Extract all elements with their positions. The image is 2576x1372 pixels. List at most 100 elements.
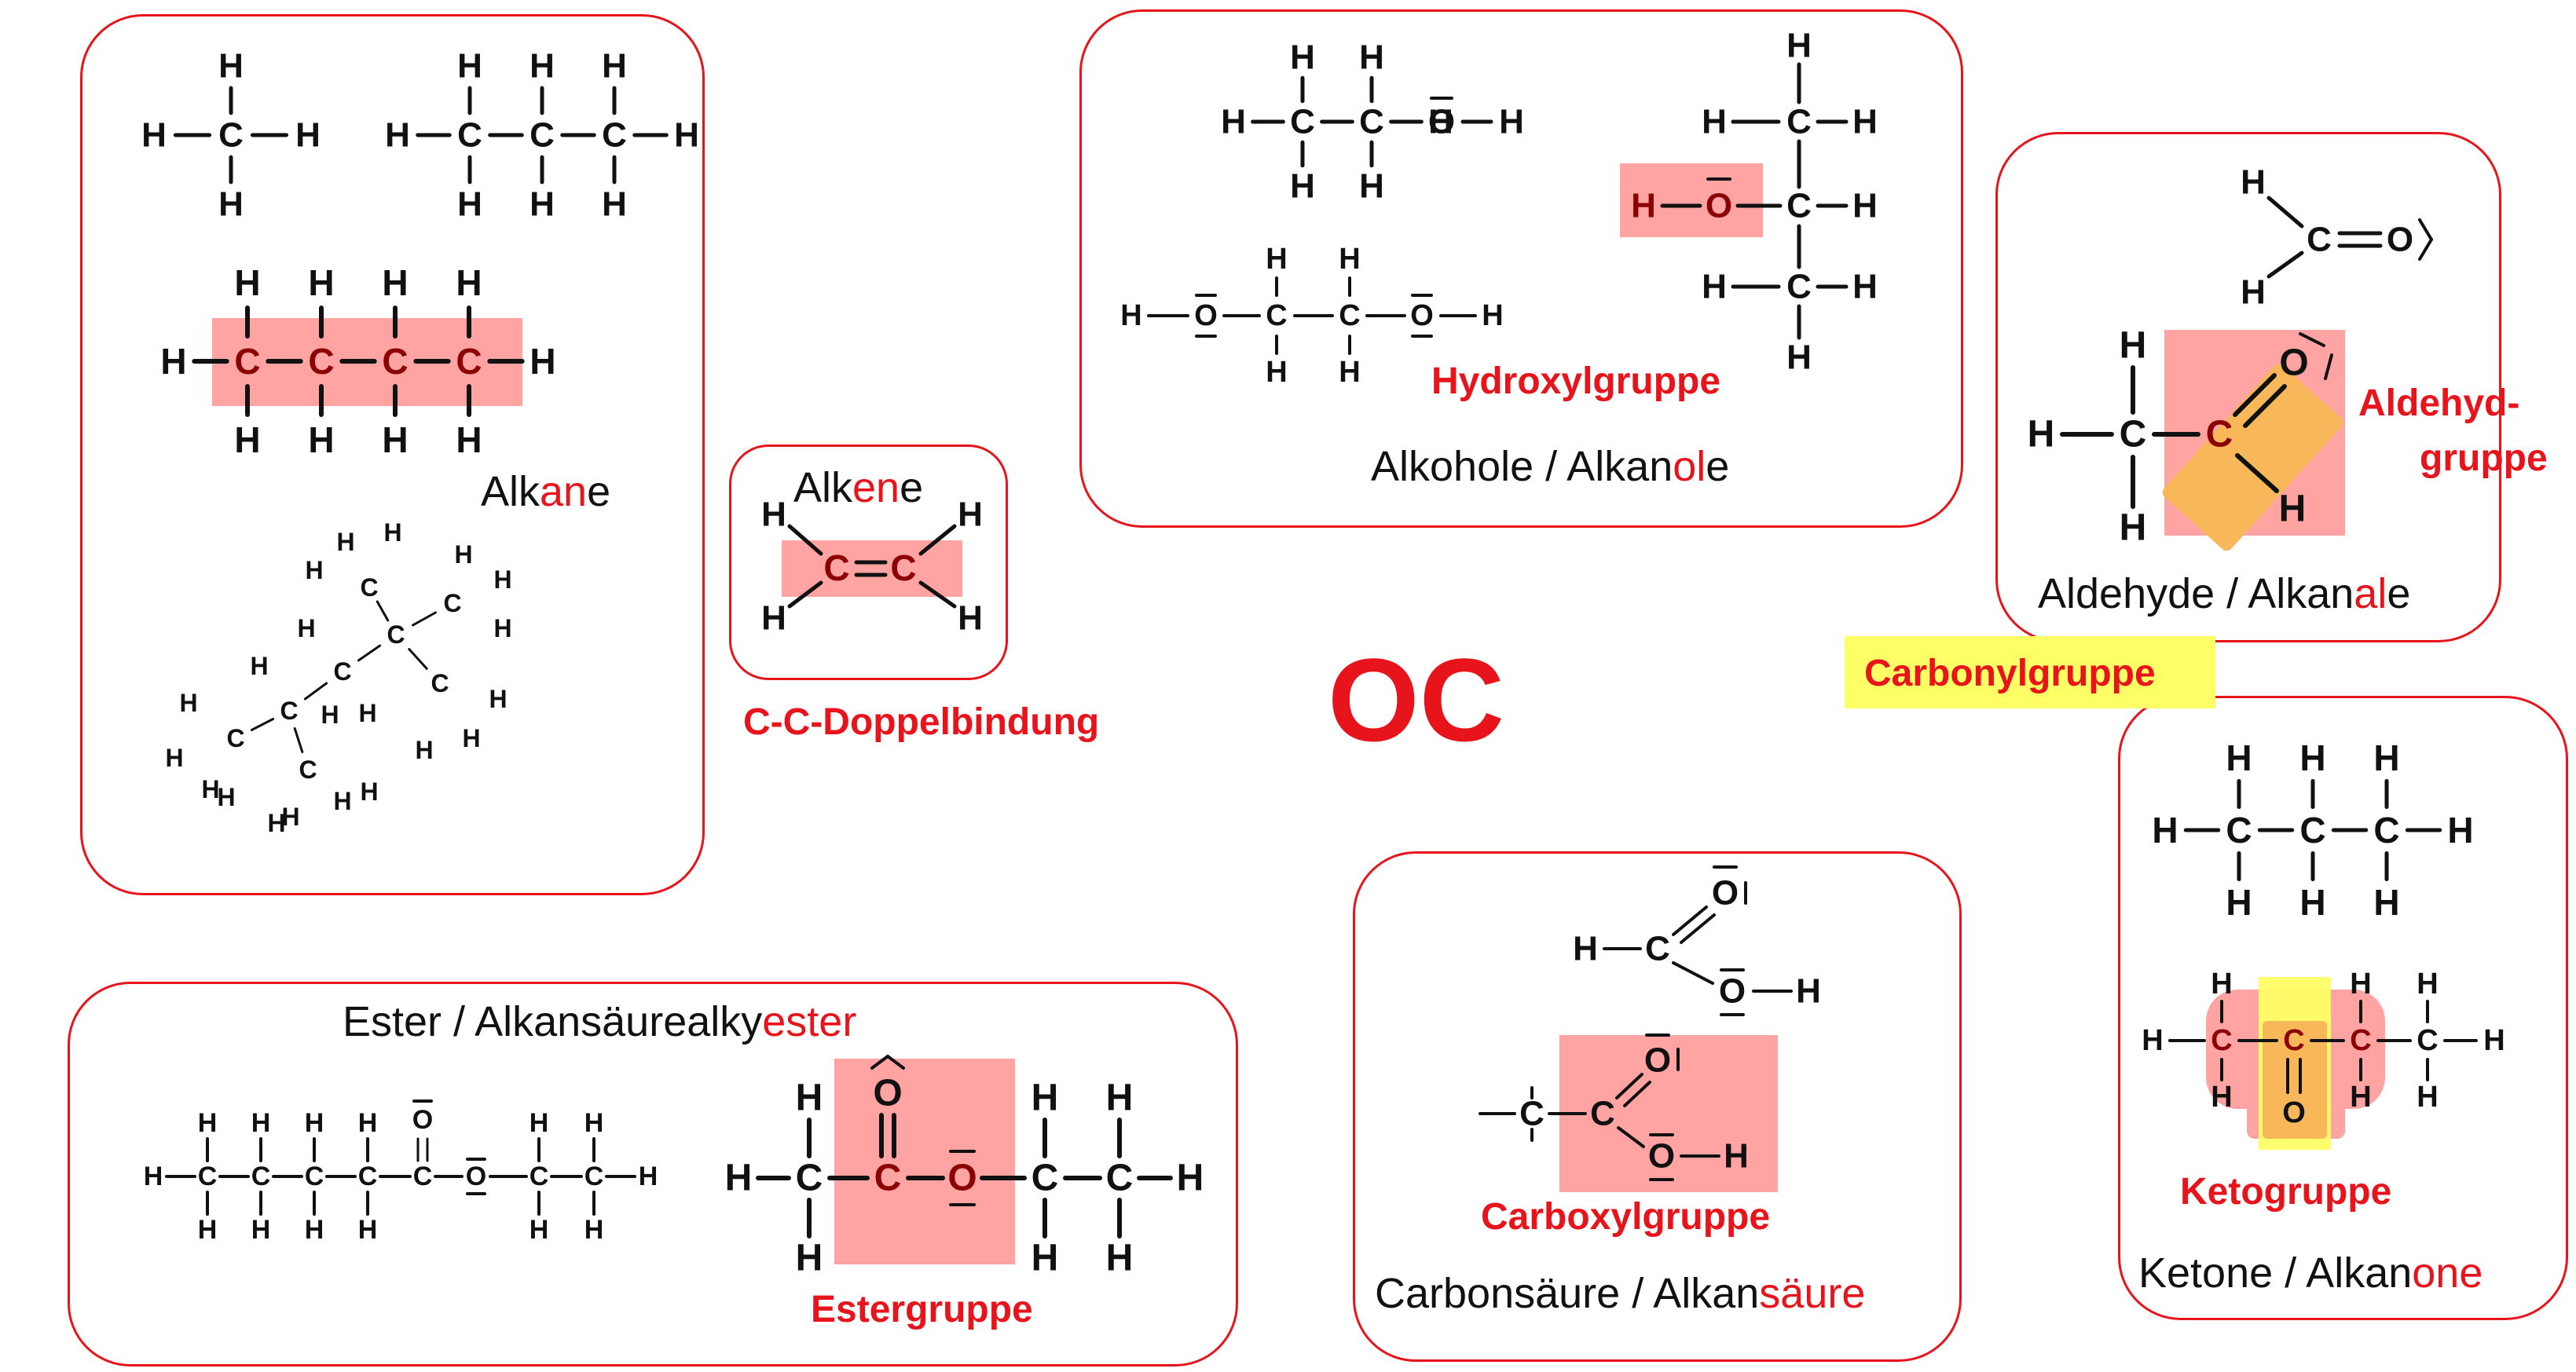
carbon-21: C	[602, 116, 627, 155]
atom-298: H	[358, 1108, 378, 1138]
atom-183: H	[2120, 507, 2147, 549]
atom-218: C	[2211, 1024, 2232, 1057]
alkane-panel	[80, 14, 705, 895]
bond-179	[2418, 218, 2433, 241]
hydrogen-11: H	[457, 185, 482, 224]
atom-275: C	[198, 1162, 218, 1191]
hydrogen-88: H	[493, 614, 511, 642]
atom-157: H	[1852, 103, 1878, 141]
carbon-59: C	[333, 657, 351, 686]
carbonsaeure-caption: Carbonsäure / Alkansäure	[1375, 1270, 1866, 1317]
atom-310: C	[529, 1162, 549, 1191]
atom-161: H	[1852, 268, 1878, 306]
bond-272	[1617, 1126, 1645, 1148]
hydrogen-90: H	[462, 724, 480, 752]
hydrogen-77: H	[267, 809, 285, 837]
atom-258: C	[1519, 1095, 1545, 1133]
hydrogen-82: H	[358, 699, 376, 727]
atom-326: H	[796, 1238, 823, 1279]
atom-129: H	[1266, 356, 1287, 389]
atom-171: H	[2241, 163, 2266, 202]
carbon-57: C	[226, 724, 244, 752]
atom-237: H	[2417, 968, 2438, 1001]
atom-299: H	[358, 1215, 378, 1245]
hydrogen-75: H	[250, 652, 268, 680]
carbon-64: C	[299, 756, 317, 784]
bond-192	[2243, 384, 2287, 428]
atom-99: H	[761, 599, 786, 638]
atom-173: C	[2307, 221, 2332, 259]
hydrogen-85: H	[305, 556, 323, 584]
hydrogen-28: H	[674, 116, 699, 155]
atom-343: H	[1031, 1077, 1059, 1119]
atom-315: C	[584, 1162, 604, 1191]
atom-130: H	[1339, 356, 1360, 389]
atom-174: O	[2387, 221, 2413, 259]
atom-160: H	[1702, 268, 1727, 306]
atom-164: H	[1852, 187, 1878, 225]
bond-65	[250, 718, 275, 731]
hydrogen-44: H	[382, 419, 408, 460]
bond-336	[870, 1055, 889, 1070]
carbon-61: C	[360, 573, 378, 602]
hydrogen-91: H	[415, 736, 433, 764]
atom-347: C	[1106, 1158, 1134, 1199]
hydrogen-211: H	[2373, 882, 2399, 923]
atom-344: H	[1031, 1238, 1059, 1279]
carbon-58: C	[280, 697, 298, 725]
bond-191	[2233, 373, 2277, 417]
bond-337	[886, 1055, 905, 1070]
atom-182: H	[2120, 325, 2147, 367]
keto-group-label: Ketogruppe	[2180, 1171, 2392, 1213]
hydrogen-118: H	[1428, 103, 1453, 141]
atom-264: O	[1644, 1041, 1671, 1080]
hydrogen-7: H	[295, 116, 321, 155]
hydrogen-113: H	[1359, 167, 1384, 206]
carboxyl-highlight	[1559, 1035, 1778, 1192]
hydrogen-112: H	[1359, 38, 1384, 77]
hydrogen-1: H	[218, 47, 244, 86]
atom-150: H	[1786, 27, 1812, 65]
carbon-105: C	[1290, 103, 1315, 141]
atom-230: H	[2211, 1081, 2232, 1114]
hydrogen-17: H	[529, 185, 555, 224]
atom-302: O	[412, 1105, 433, 1135]
atom-322: H	[639, 1162, 658, 1191]
atom-100: H	[958, 599, 983, 638]
hydrogen-10: H	[457, 47, 482, 86]
atom-227: H	[2483, 1024, 2505, 1057]
aldehyde-panel	[1995, 132, 2501, 642]
atom-225: H	[2142, 1024, 2163, 1057]
hydrogen-31: H	[234, 262, 260, 303]
atom-317: H	[584, 1215, 604, 1245]
atom-278: C	[358, 1162, 378, 1191]
aldehyde-caption: Aldehyde / Alkanale	[2038, 570, 2411, 617]
atom-149: C	[1786, 268, 1812, 306]
ester-group-label: Estergruppe	[811, 1289, 1033, 1330]
hydrogen-107: H	[1290, 167, 1315, 206]
carbonsaeure-panel	[1353, 851, 1962, 1362]
atom-172: H	[2241, 273, 2266, 312]
hydrogen-116: H	[1221, 103, 1246, 141]
atom-184: H	[2028, 414, 2055, 456]
atom-124: C	[1266, 299, 1287, 332]
bond-268	[1623, 1081, 1651, 1107]
atom-316: H	[584, 1108, 604, 1138]
hydrogen-205: H	[2299, 882, 2325, 923]
atom-312: H	[529, 1215, 549, 1245]
carbon-63: C	[431, 669, 449, 697]
hydrogen-89: H	[489, 685, 507, 713]
bond-250	[1680, 913, 1716, 944]
alkene-group-label: C-C-Doppelbindung	[743, 701, 1100, 743]
carbon-42: C	[382, 341, 408, 382]
atom-269: O	[1648, 1137, 1675, 1176]
carbon-93: C	[823, 547, 849, 588]
atom-338: O	[947, 1158, 977, 1199]
atom-127: H	[1266, 243, 1287, 276]
atom-325: H	[796, 1077, 823, 1119]
carbon-203: C	[2299, 810, 2325, 851]
atom-324: C	[796, 1158, 823, 1199]
atom-220: C	[2350, 1024, 2371, 1057]
hydrogen-43: H	[382, 262, 408, 303]
